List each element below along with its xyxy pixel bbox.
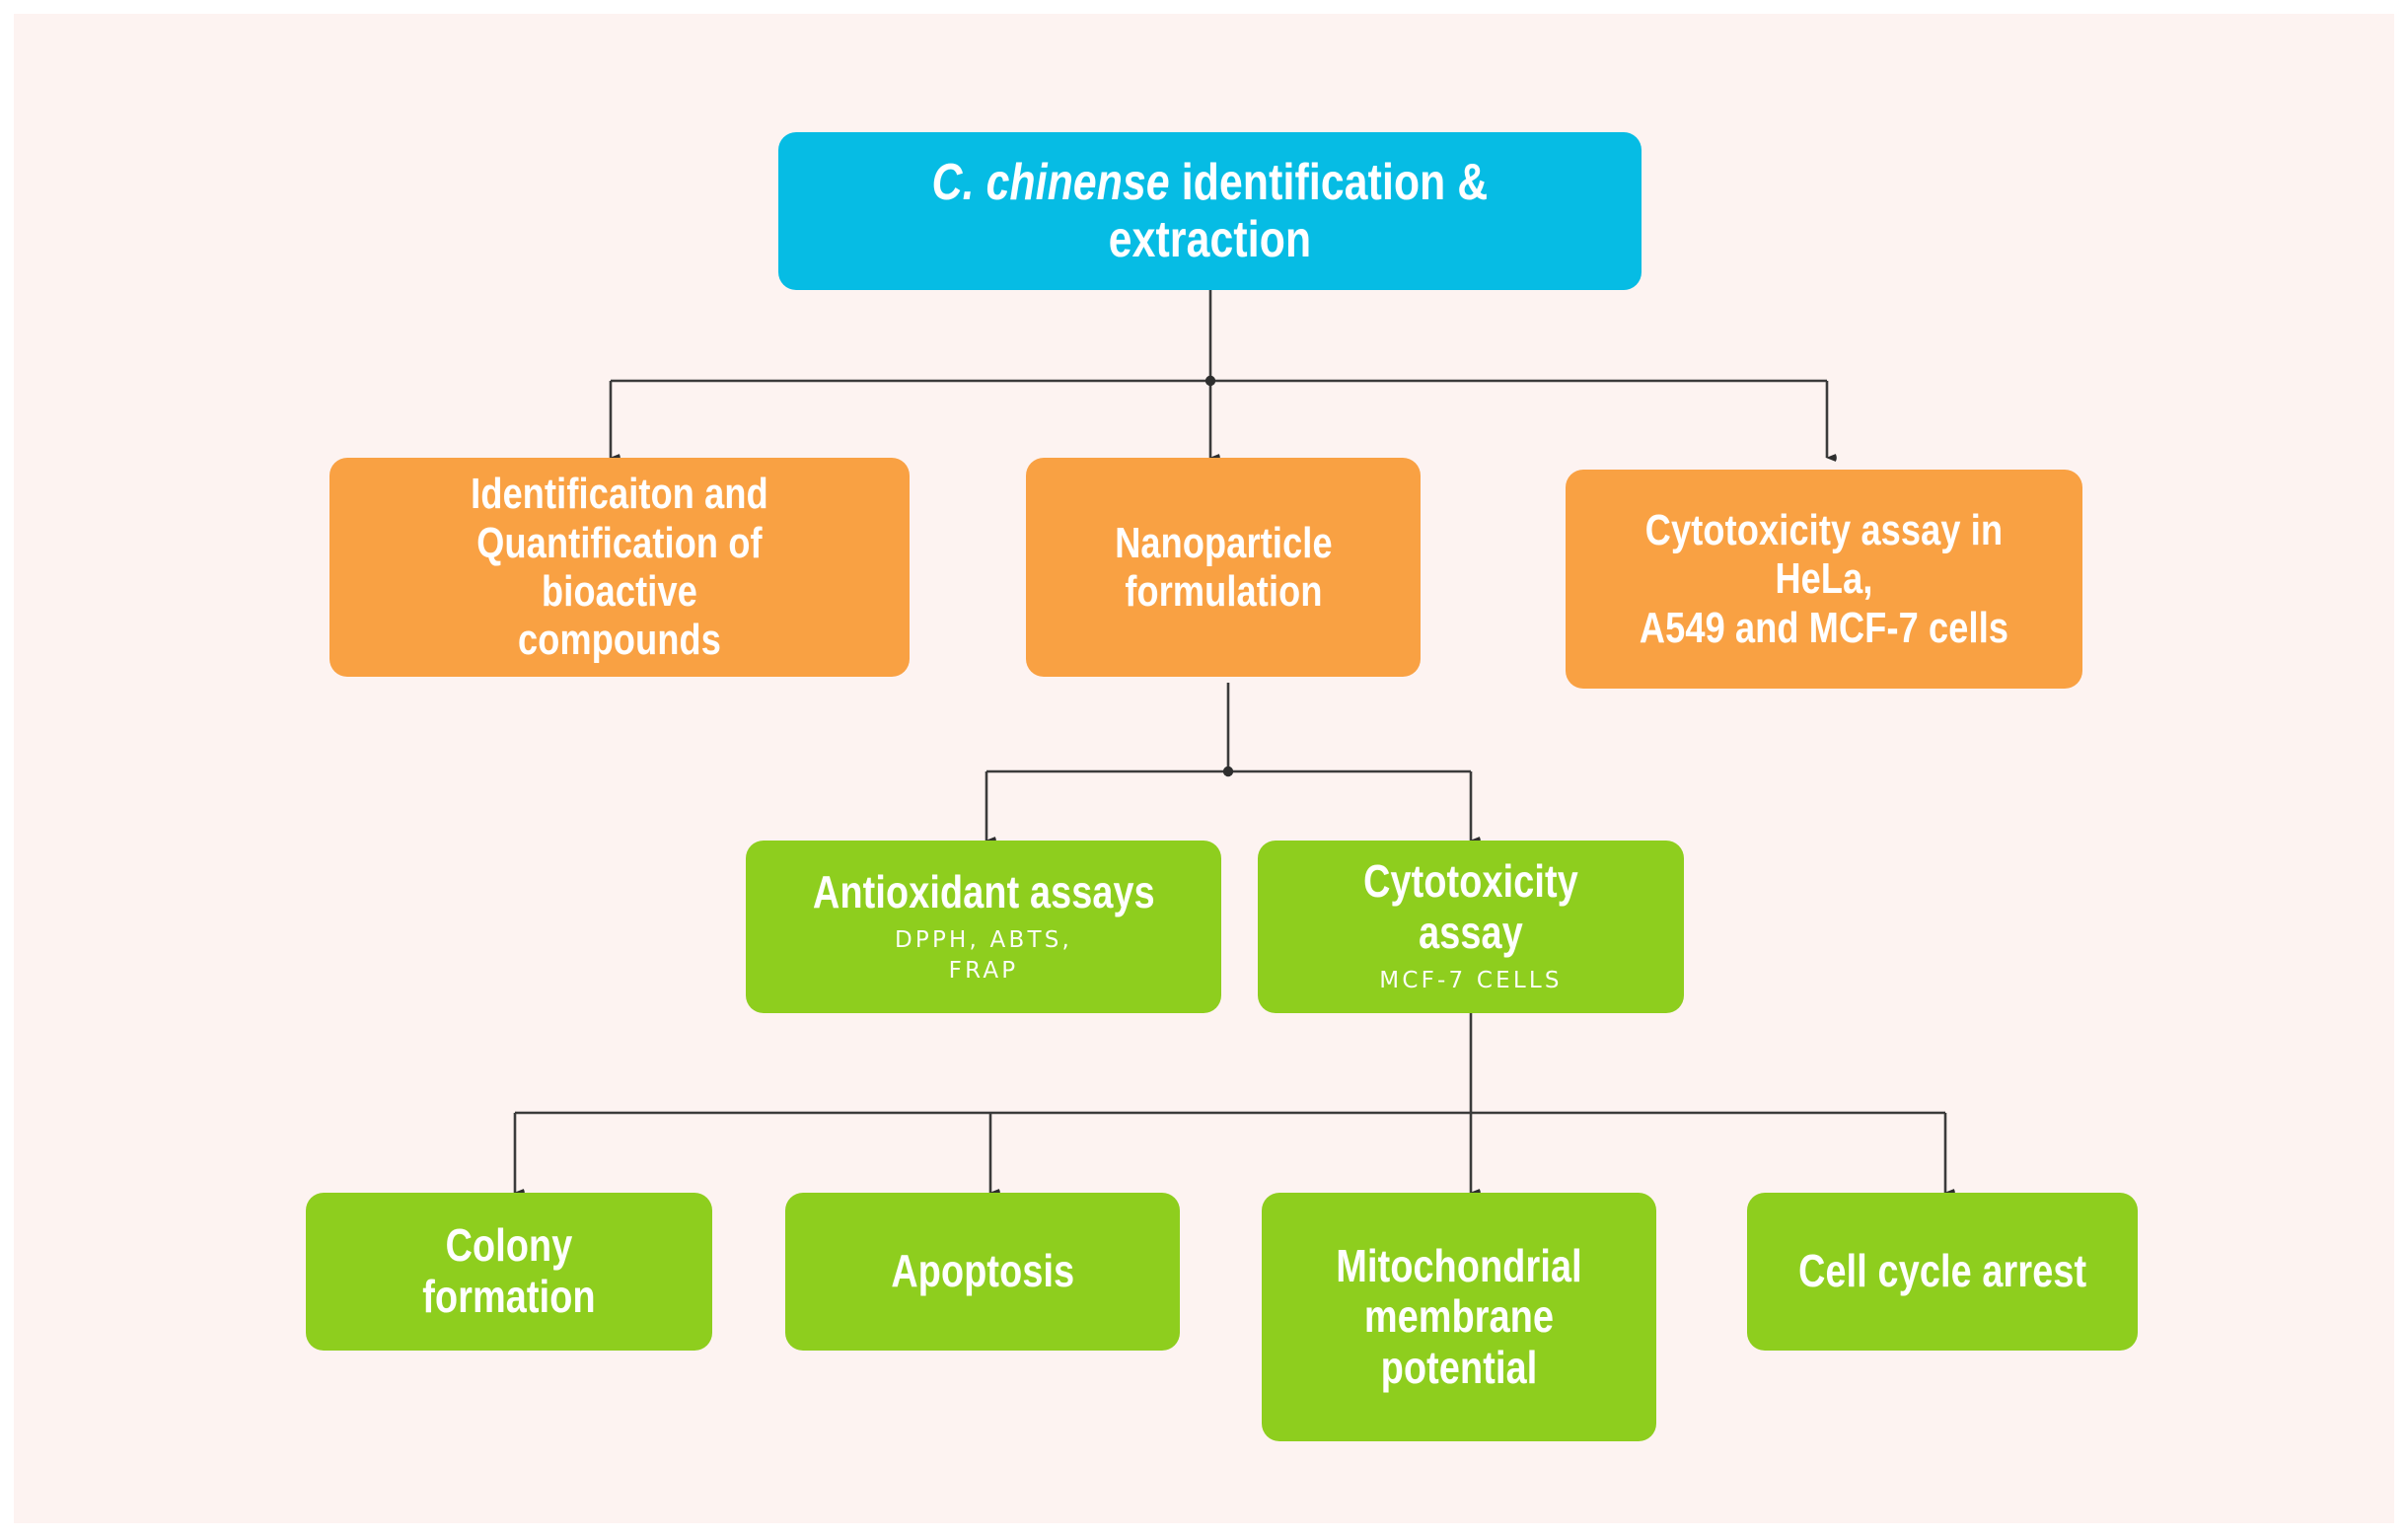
node-mitochondrial-membrane-potential[interactable]: Mitochondrial membrane potential	[1262, 1193, 1656, 1441]
node-identification-quantification-label: Identificaiton and Quantification of bio…	[471, 470, 768, 665]
junction-dot-level2	[1204, 375, 1216, 387]
node-nanoparticle-formulation[interactable]: Nanoparticle formulation	[1026, 458, 1421, 677]
node-nanoparticle-formulation-label: Nanoparticle formulation	[1114, 518, 1333, 616]
node-cytotoxicity-assay-label: Cytotoxicity assay	[1363, 855, 1578, 958]
node-root[interactable]: C. chinense identification & extraction	[778, 132, 1642, 290]
node-cell-cycle-arrest[interactable]: Cell cycle arrest	[1747, 1193, 2138, 1351]
node-apoptosis-label: Apoptosis	[891, 1245, 1074, 1297]
junction-dot-level3	[1222, 766, 1234, 777]
node-antioxidant-assays-label: Antioxidant assays	[812, 865, 1155, 917]
node-root-label: C. chinense identification & extraction	[871, 154, 1550, 268]
node-mitochondrial-membrane-potential-label: Mitochondrial membrane potential	[1336, 1239, 1582, 1393]
node-antioxidant-assays-subtitle: DPPH, ABTS, FRAP	[894, 927, 1073, 985]
node-cell-cycle-arrest-label: Cell cycle arrest	[1797, 1245, 2087, 1297]
diagram-canvas: C. chinense identification & extraction …	[14, 14, 2394, 1523]
node-colony-formation[interactable]: Colony formation	[306, 1193, 712, 1351]
node-apoptosis[interactable]: Apoptosis	[785, 1193, 1180, 1351]
node-cytotoxicity-assay[interactable]: Cytotoxicity assay MCF-7 CELLS	[1258, 841, 1684, 1013]
node-cytotoxicity-hela-a549-mcf7-label: Cytotoxicity assay in HeLa, A549 and MCF…	[1639, 506, 2009, 652]
node-antioxidant-assays[interactable]: Antioxidant assays DPPH, ABTS, FRAP	[746, 841, 1221, 1013]
root-title-rest: identification & extraction	[1108, 153, 1489, 268]
node-cytotoxicity-hela-a549-mcf7[interactable]: Cytotoxicity assay in HeLa, A549 and MCF…	[1566, 470, 2082, 689]
node-identification-quantification[interactable]: Identificaiton and Quantification of bio…	[329, 458, 910, 677]
node-colony-formation-label: Colony formation	[422, 1219, 596, 1322]
species-name: C. chinense	[931, 153, 1170, 211]
node-cytotoxicity-assay-subtitle: MCF-7 CELLS	[1379, 968, 1563, 994]
